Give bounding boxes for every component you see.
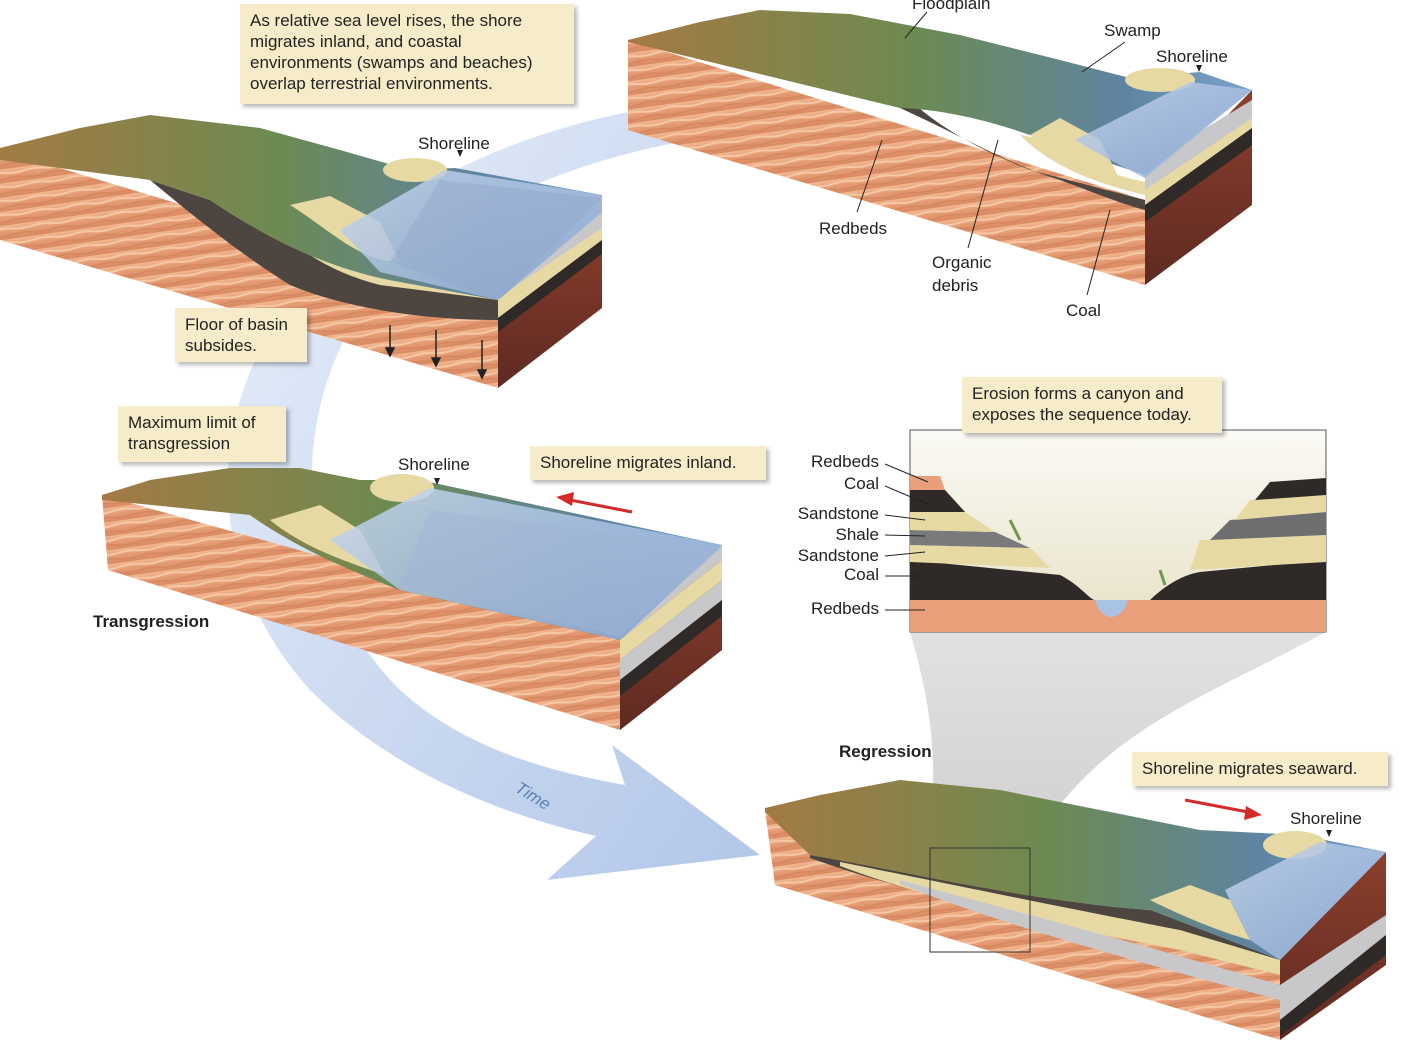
label-shoreline-transgression: Shoreline	[398, 455, 470, 474]
canyon-label-coal-top: Coal	[844, 474, 879, 493]
subsidence-arrows	[384, 325, 488, 380]
callout-sea-level-rise: As relative sea level rises, the shore m…	[240, 4, 574, 104]
inland-arrow	[556, 492, 633, 514]
canyon-label-sandstone-lower: Sandstone	[797, 546, 879, 565]
label-redbeds-block2: Redbeds	[819, 219, 888, 238]
callout-max-transgression: Maximum limit of transgression	[118, 406, 286, 462]
canyon-inset	[884, 429, 1327, 633]
callout-basin-subsides: Floor of basin subsides.	[175, 308, 307, 362]
canyon-label-coal-lower: Coal	[844, 565, 879, 584]
label-regression: Regression	[839, 742, 932, 761]
label-shoreline-block1: Shoreline	[418, 134, 490, 153]
label-coal-block2: Coal	[1066, 301, 1101, 320]
canyon-label-shale: Shale	[835, 525, 879, 544]
block-transgression	[102, 468, 722, 730]
leader-lines-block2	[856, 11, 1126, 296]
block-environments	[628, 10, 1252, 296]
label-organic-debris: Organic debris	[932, 253, 992, 295]
canyon-label-sandstone-upper: Sandstone	[797, 504, 879, 523]
callout-migrates-seaward: Shoreline migrates seaward.	[1132, 752, 1388, 786]
block-regression	[765, 780, 1386, 1040]
label-shoreline-regression: Shoreline	[1290, 809, 1362, 828]
seaward-arrow	[1184, 798, 1262, 820]
canyon-label-redbeds-bottom: Redbeds	[810, 599, 879, 618]
canyon-label-redbeds-top: Redbeds	[810, 452, 879, 471]
callout-erosion: Erosion forms a canyon and exposes the s…	[962, 377, 1222, 433]
label-floodplain: Floodplain	[912, 0, 991, 13]
label-shoreline-block2: Shoreline	[1156, 47, 1228, 66]
callout-migrates-inland: Shoreline migrates inland.	[530, 446, 766, 480]
block-sea-level-rise	[0, 115, 602, 388]
leader-lines-canyon	[884, 463, 931, 611]
label-transgression: Transgression	[93, 612, 210, 631]
label-swamp: Swamp	[1104, 21, 1161, 40]
